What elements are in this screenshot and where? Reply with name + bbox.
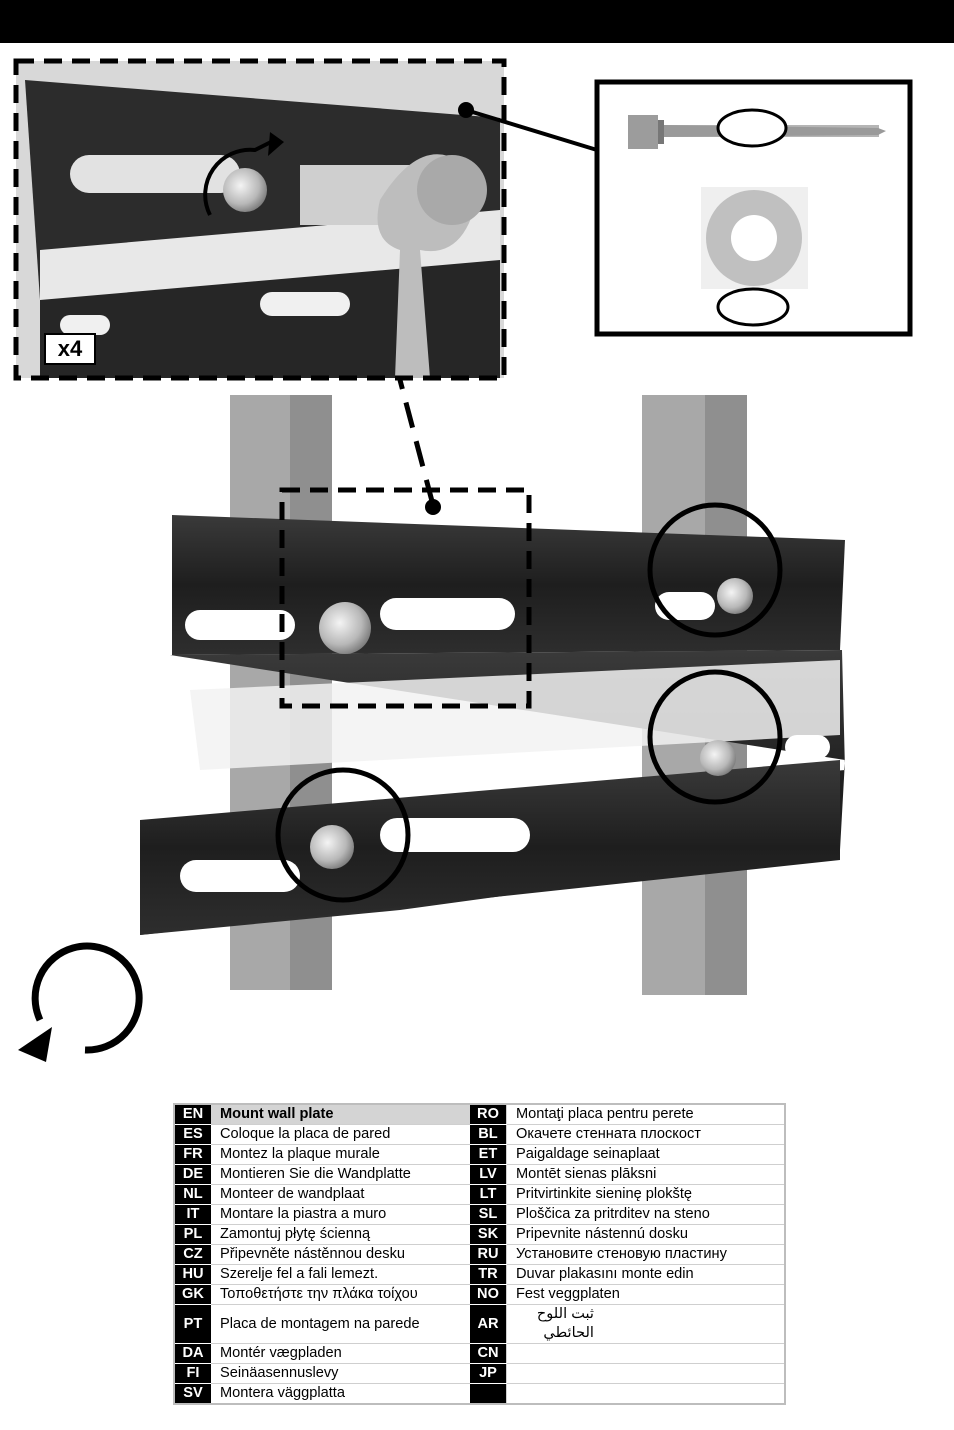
language-code: FI — [174, 1363, 211, 1384]
instruction-text: Coloque la placa de pared — [211, 1124, 470, 1145]
language-code: LV — [470, 1164, 507, 1185]
inset-dashed-frame — [13, 58, 507, 381]
language-code: JP — [470, 1363, 507, 1384]
instruction-text: Окачете стенната плоскост — [506, 1124, 785, 1145]
highlight-circle — [647, 669, 783, 805]
instruction-text: Placa de montagem na parede — [211, 1304, 470, 1344]
language-code: NL — [174, 1184, 211, 1205]
language-code: HU — [174, 1264, 211, 1285]
instruction-text: Τοποθετήστε την πλάκα τοίχου — [211, 1284, 470, 1305]
highlight-circle — [647, 502, 783, 638]
inset-detail-photo — [16, 61, 504, 378]
instruction-text: Montez la plaque murale — [211, 1144, 470, 1165]
language-code: IT — [174, 1204, 211, 1225]
detail-callout-box — [279, 487, 532, 709]
instruction-text: Montaţi placa pentru perete — [506, 1104, 785, 1125]
quantity-badge: x4 — [44, 333, 100, 369]
language-code: ET — [470, 1144, 507, 1165]
language-code: GK — [174, 1284, 211, 1305]
language-code: BL — [470, 1124, 507, 1145]
language-code: FR — [174, 1144, 211, 1165]
instruction-text: Pripevnite nástennú dosku — [506, 1224, 785, 1245]
language-code: TR — [470, 1264, 507, 1285]
instruction-text: Установите стеновую пластину — [506, 1244, 785, 1265]
instruction-text — [506, 1363, 785, 1384]
instruction-text: Montare la piastra a muro — [211, 1204, 470, 1225]
language-code: ES — [174, 1124, 211, 1145]
instruction-text: Paigaldage seinaplaat — [506, 1144, 785, 1165]
instruction-text: Ploščica za pritrditev na steno — [506, 1204, 785, 1225]
language-code: CZ — [174, 1244, 211, 1265]
language-code: SL — [470, 1204, 507, 1225]
language-code: EN — [174, 1104, 211, 1125]
wall-plate-illustration — [13, 58, 913, 1062]
instruction-text: Montér vægpladen — [211, 1343, 470, 1364]
language-code: RO — [470, 1104, 507, 1125]
instruction-text: Montieren Sie die Wandplatte — [211, 1164, 470, 1185]
instruction-text — [506, 1343, 785, 1364]
instruction-text: Mount wall plate — [211, 1104, 470, 1125]
hardware-parts-box — [594, 79, 913, 337]
highlight-circle — [275, 767, 411, 903]
language-code — [470, 1383, 507, 1405]
instruction-text: ثبت اللوح الحائطي — [506, 1304, 785, 1344]
instruction-text: Pritvirtinkite sieninę plokštę — [506, 1184, 785, 1205]
language-code: DE — [174, 1164, 211, 1185]
language-code: PL — [174, 1224, 211, 1245]
instruction-text: Seinäasennuslevy — [211, 1363, 470, 1384]
rotate-counterclockwise-icon — [18, 942, 143, 1062]
language-code: DA — [174, 1343, 211, 1364]
language-code: PT — [174, 1304, 211, 1344]
language-code: SV — [174, 1383, 211, 1405]
instruction-text: Szerelje fel a fali lemezt. — [211, 1264, 470, 1285]
language-code: NO — [470, 1284, 507, 1305]
instruction-text: Montēt sienas plāksni — [506, 1164, 785, 1185]
instruction-text: Připevněte nástěnnou desku — [211, 1244, 470, 1265]
language-code: LT — [470, 1184, 507, 1205]
language-code: CN — [470, 1343, 507, 1364]
instruction-text: Monteer de wandplaat — [211, 1184, 470, 1205]
language-code: AR — [470, 1304, 507, 1344]
header-bar — [0, 0, 954, 43]
instruction-text: Duvar plakasını monte edin — [506, 1264, 785, 1285]
instruction-text — [506, 1383, 785, 1405]
instruction-text: Zamontuj płytę ścienną — [211, 1224, 470, 1245]
instruction-text: Fest veggplaten — [506, 1284, 785, 1305]
washer — [701, 187, 808, 289]
language-code: RU — [470, 1244, 507, 1265]
part-label-oval — [716, 108, 788, 148]
part-label-oval — [716, 287, 790, 327]
language-code: SK — [470, 1224, 507, 1245]
instruction-text: Montera väggplatta — [211, 1383, 470, 1405]
